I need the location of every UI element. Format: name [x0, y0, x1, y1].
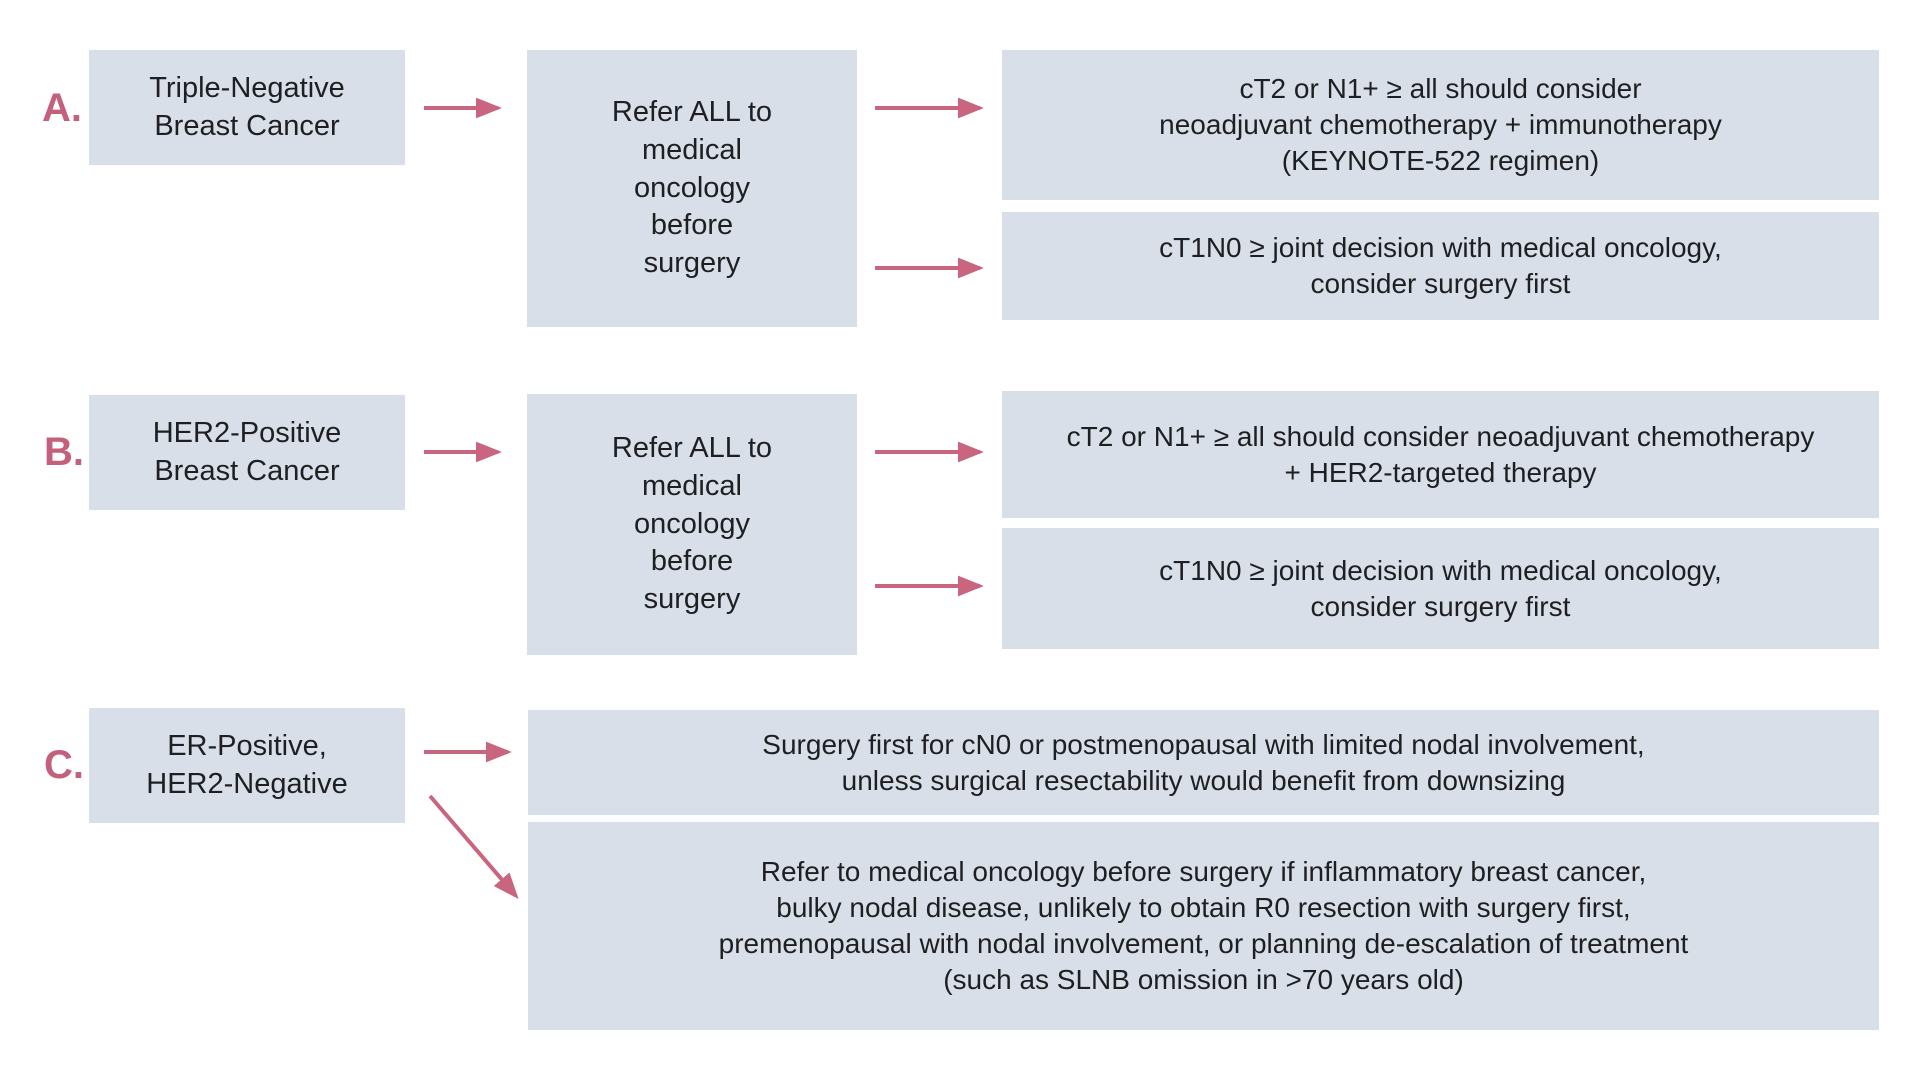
node-outcome-a-ct1n0: cT1N0 ≥ joint decision with medical onco… [1002, 212, 1879, 320]
node-refer-all-b: Refer ALL to medical oncology before sur… [527, 394, 857, 655]
node-outcome-c-refer-medical-oncology: Refer to medical oncology before surgery… [528, 822, 1879, 1030]
node-outcome-b-ct2-n1: cT2 or N1+ ≥ all should consider neoadju… [1002, 391, 1879, 518]
section-a-label: A. [42, 86, 82, 130]
node-outcome-a-ct2-n1: cT2 or N1+ ≥ all should consider neoadju… [1002, 50, 1879, 200]
node-outcome-c-surgery-first: Surgery first for cN0 or postmenopausal … [528, 710, 1879, 815]
section-c-label: C. [44, 743, 84, 787]
node-refer-all-a: Refer ALL to medical oncology before sur… [527, 50, 857, 327]
node-condition-triple-negative: Triple-Negative Breast Cancer [89, 50, 405, 165]
arrow-c-condition-to-outcome-2 [428, 794, 519, 899]
node-condition-er-positive-her2-negative: ER-Positive, HER2-Negative [89, 708, 405, 823]
node-condition-her2-positive: HER2-Positive Breast Cancer [89, 395, 405, 510]
node-outcome-b-ct1n0: cT1N0 ≥ joint decision with medical onco… [1002, 528, 1879, 649]
section-b-label: B. [44, 430, 84, 474]
